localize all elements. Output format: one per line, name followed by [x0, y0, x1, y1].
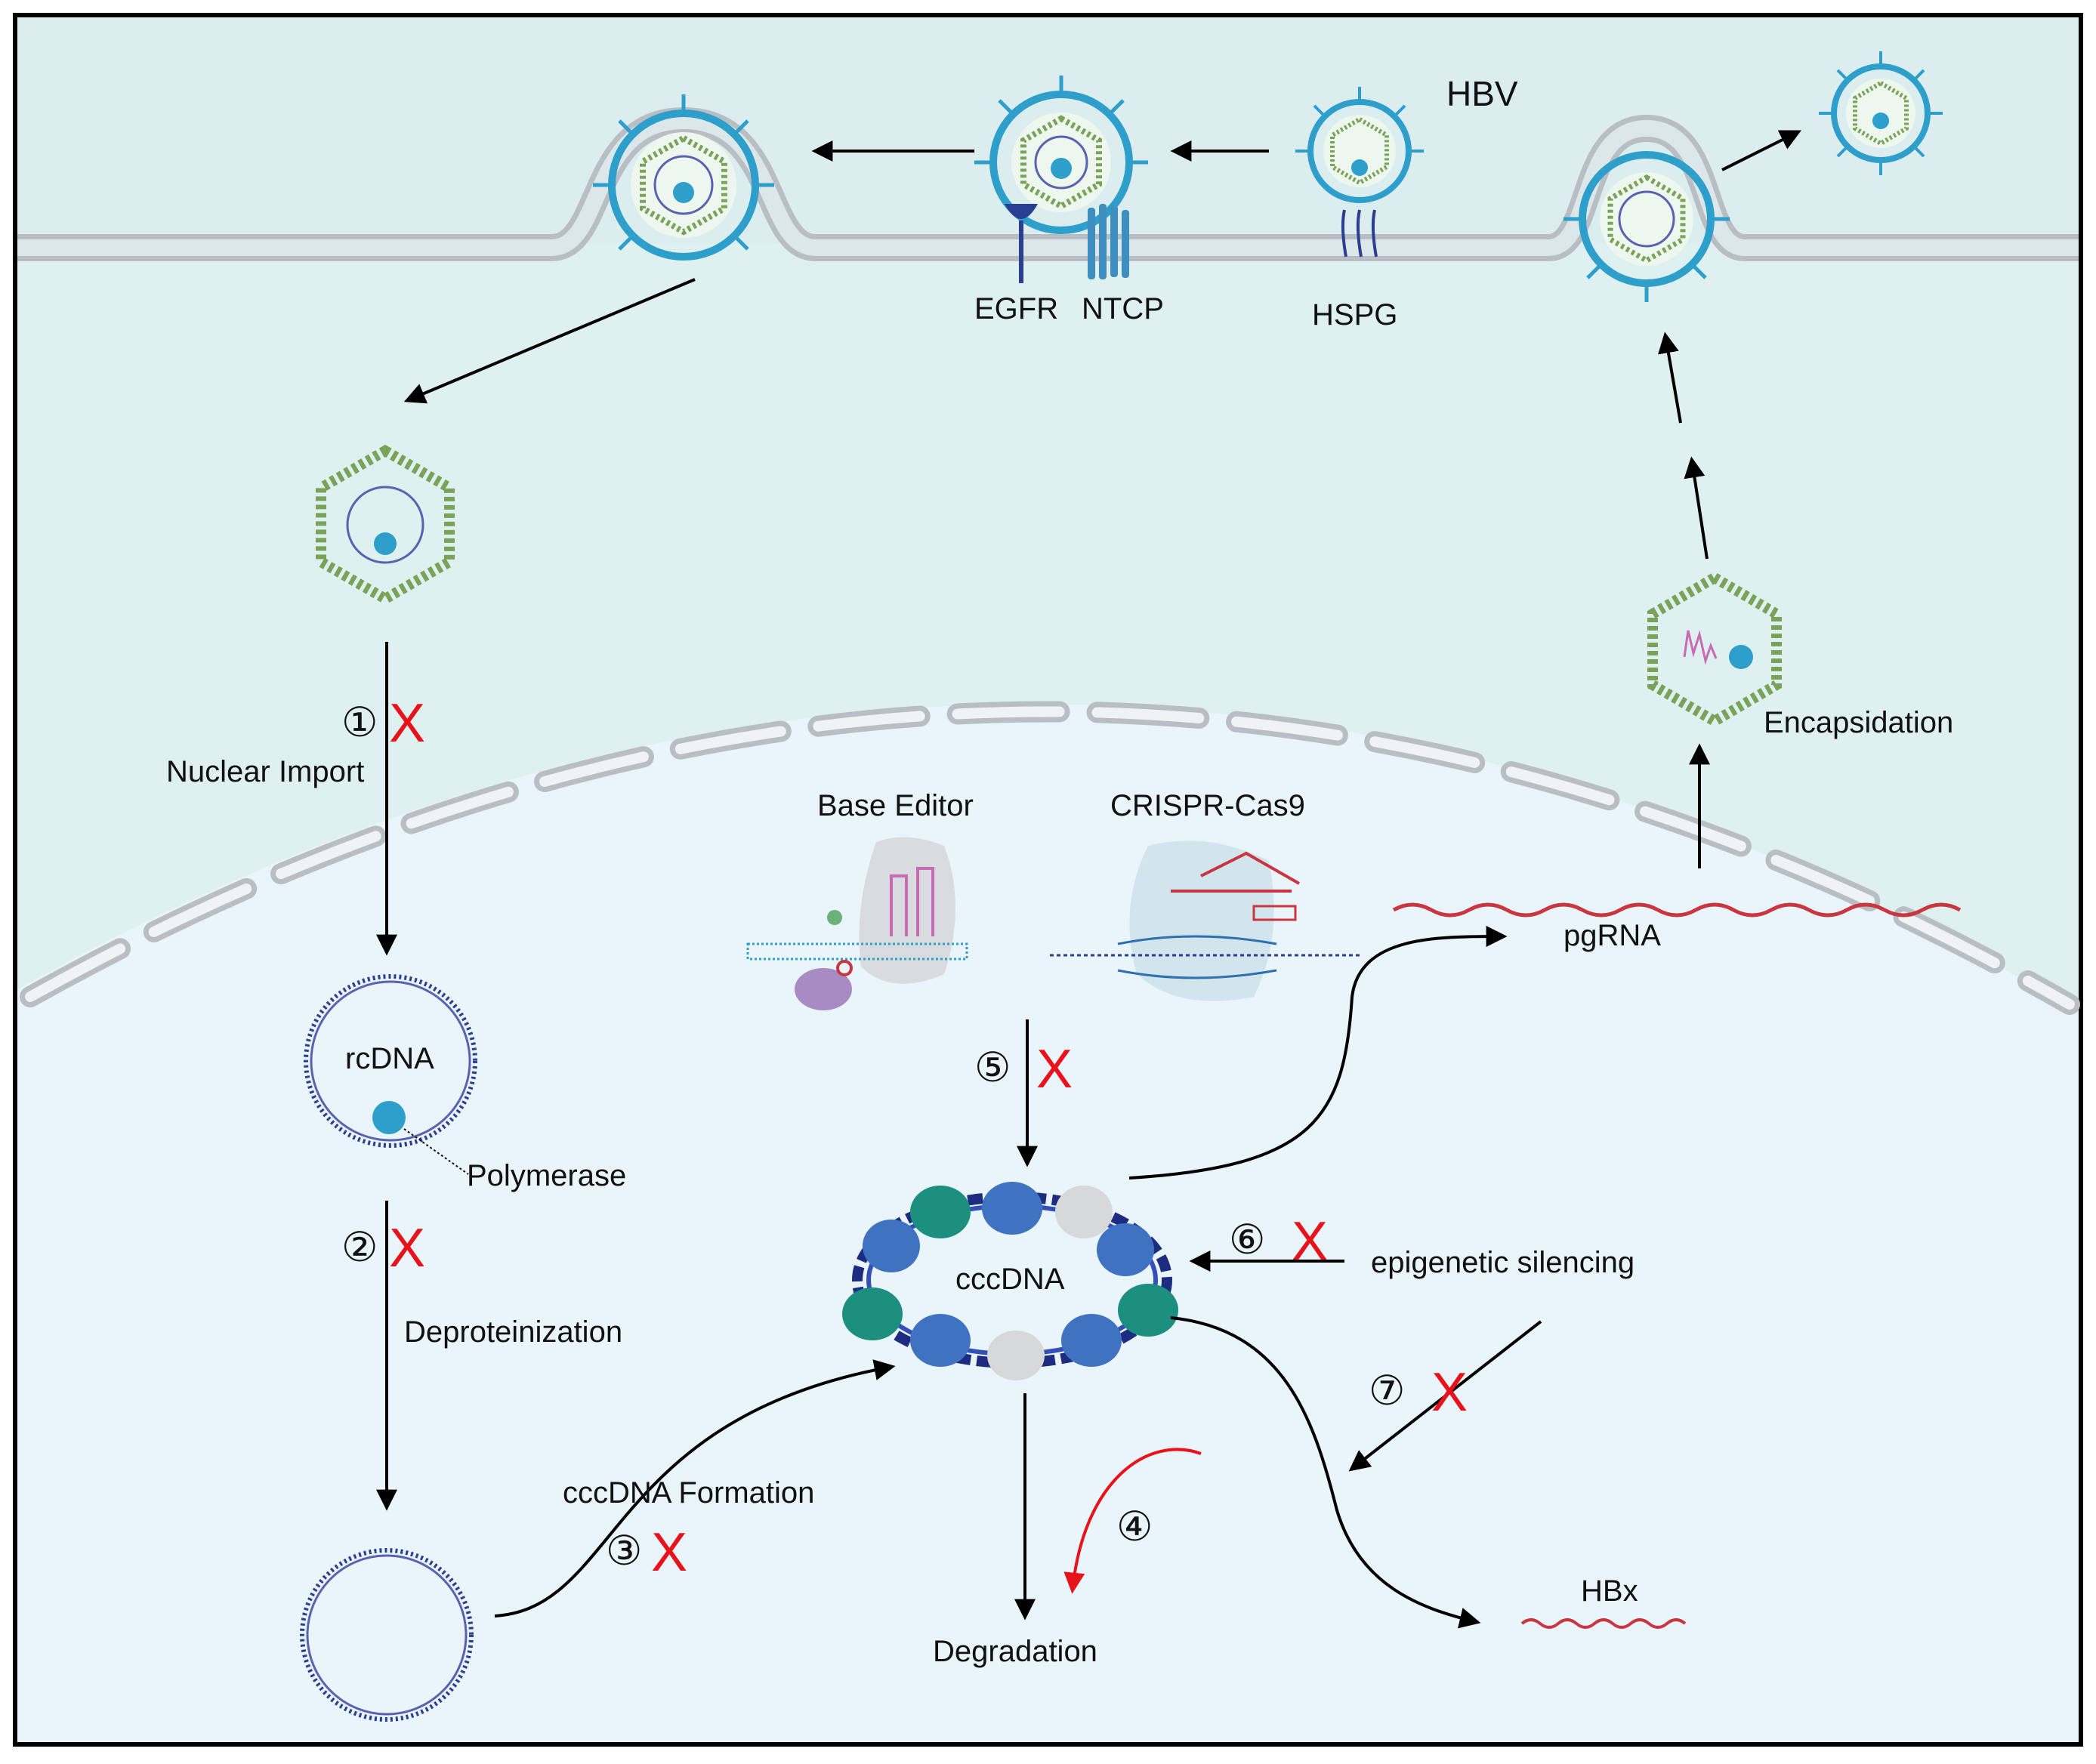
- arrow-cccdna-formation: [494, 1359, 896, 1618]
- label-epigenetic-silencing: epigenetic silencing: [1371, 1246, 1635, 1279]
- virion-attaching-hspg: [1295, 87, 1424, 203]
- label-deproteinization: Deproteinization: [404, 1315, 622, 1349]
- block-mark-1: X: [389, 693, 425, 754]
- pathway-arrows: [376, 130, 1802, 1629]
- label-nuclear-import: Nuclear Import: [166, 755, 364, 788]
- arrow-endocytosis: [403, 278, 696, 404]
- block-mark-2: X: [389, 1218, 425, 1278]
- hbx-strand: [1520, 1618, 1687, 1629]
- step-4: ④: [1116, 1504, 1153, 1550]
- label-rcdna: rcDNA: [345, 1042, 434, 1075]
- label-degradation: Degradation: [933, 1635, 1097, 1668]
- label-hspg: HSPG: [1312, 298, 1397, 332]
- block-mark-3: X: [651, 1522, 687, 1583]
- arrow-transcription-hbx: [1170, 1316, 1481, 1629]
- label-ntcp: NTCP: [1082, 292, 1164, 325]
- block-mark-5: X: [1036, 1039, 1073, 1099]
- pgrna-strand: [1392, 902, 1962, 917]
- step-6: ⑥: [1229, 1217, 1265, 1263]
- label-egfr: EGFR: [974, 292, 1058, 325]
- egfr-receptor: [1005, 204, 1038, 283]
- label-cccdna: cccDNA: [955, 1263, 1065, 1296]
- arrow-hbx-feedback: [1348, 1320, 1542, 1472]
- arrow-release: [1721, 130, 1802, 171]
- label-crispr-cas9: CRISPR-Cas9: [1110, 789, 1305, 822]
- step-1: ①: [341, 700, 378, 745]
- label-encapsidation: Encapsidation: [1764, 706, 1953, 739]
- label-hbv: HBV: [1446, 74, 1518, 113]
- capsid-encapsidation: [1647, 571, 1782, 728]
- arrow-transcription-pgrna: [1128, 926, 1508, 1180]
- arrow-degradation-red: [1063, 1448, 1202, 1594]
- step-7: ⑦: [1369, 1368, 1405, 1414]
- label-cccdna-formation: cccDNA Formation: [563, 1476, 814, 1510]
- label-hbx: HBx: [1581, 1574, 1638, 1608]
- virion-entering-bud: [593, 94, 774, 261]
- capsid-in-cytoplasm: [316, 444, 455, 606]
- nucleus: [17, 704, 2079, 1742]
- step-3: ③: [606, 1528, 642, 1574]
- step-5: ⑤: [974, 1045, 1011, 1090]
- ntcp-transporter: [1088, 204, 1129, 279]
- label-polymerase: Polymerase: [467, 1159, 626, 1192]
- arrow-up-2: [1658, 332, 1682, 424]
- arrow-up-1: [1684, 456, 1709, 560]
- virion-receptor-bound: [974, 76, 1148, 234]
- label-base-editor: Base Editor: [817, 789, 974, 822]
- crispr-cas9-illustration: [1050, 840, 1360, 1001]
- virion-budding: [1564, 151, 1730, 302]
- rcdna-circle: [304, 974, 477, 1175]
- virion-released: [1819, 51, 1943, 175]
- nuclear-envelope-inner: [25, 706, 2075, 1010]
- label-pgrna: pgRNA: [1564, 919, 1661, 952]
- deproteinized-dna-circle: [300, 1548, 474, 1722]
- cccdna-minichromosome: [842, 1182, 1178, 1380]
- base-editor-illustration: [746, 837, 968, 1010]
- hspg-receptor: [1341, 209, 1378, 258]
- block-mark-6: X: [1292, 1211, 1328, 1272]
- block-mark-7: X: [1431, 1362, 1468, 1423]
- step-2: ②: [341, 1225, 378, 1270]
